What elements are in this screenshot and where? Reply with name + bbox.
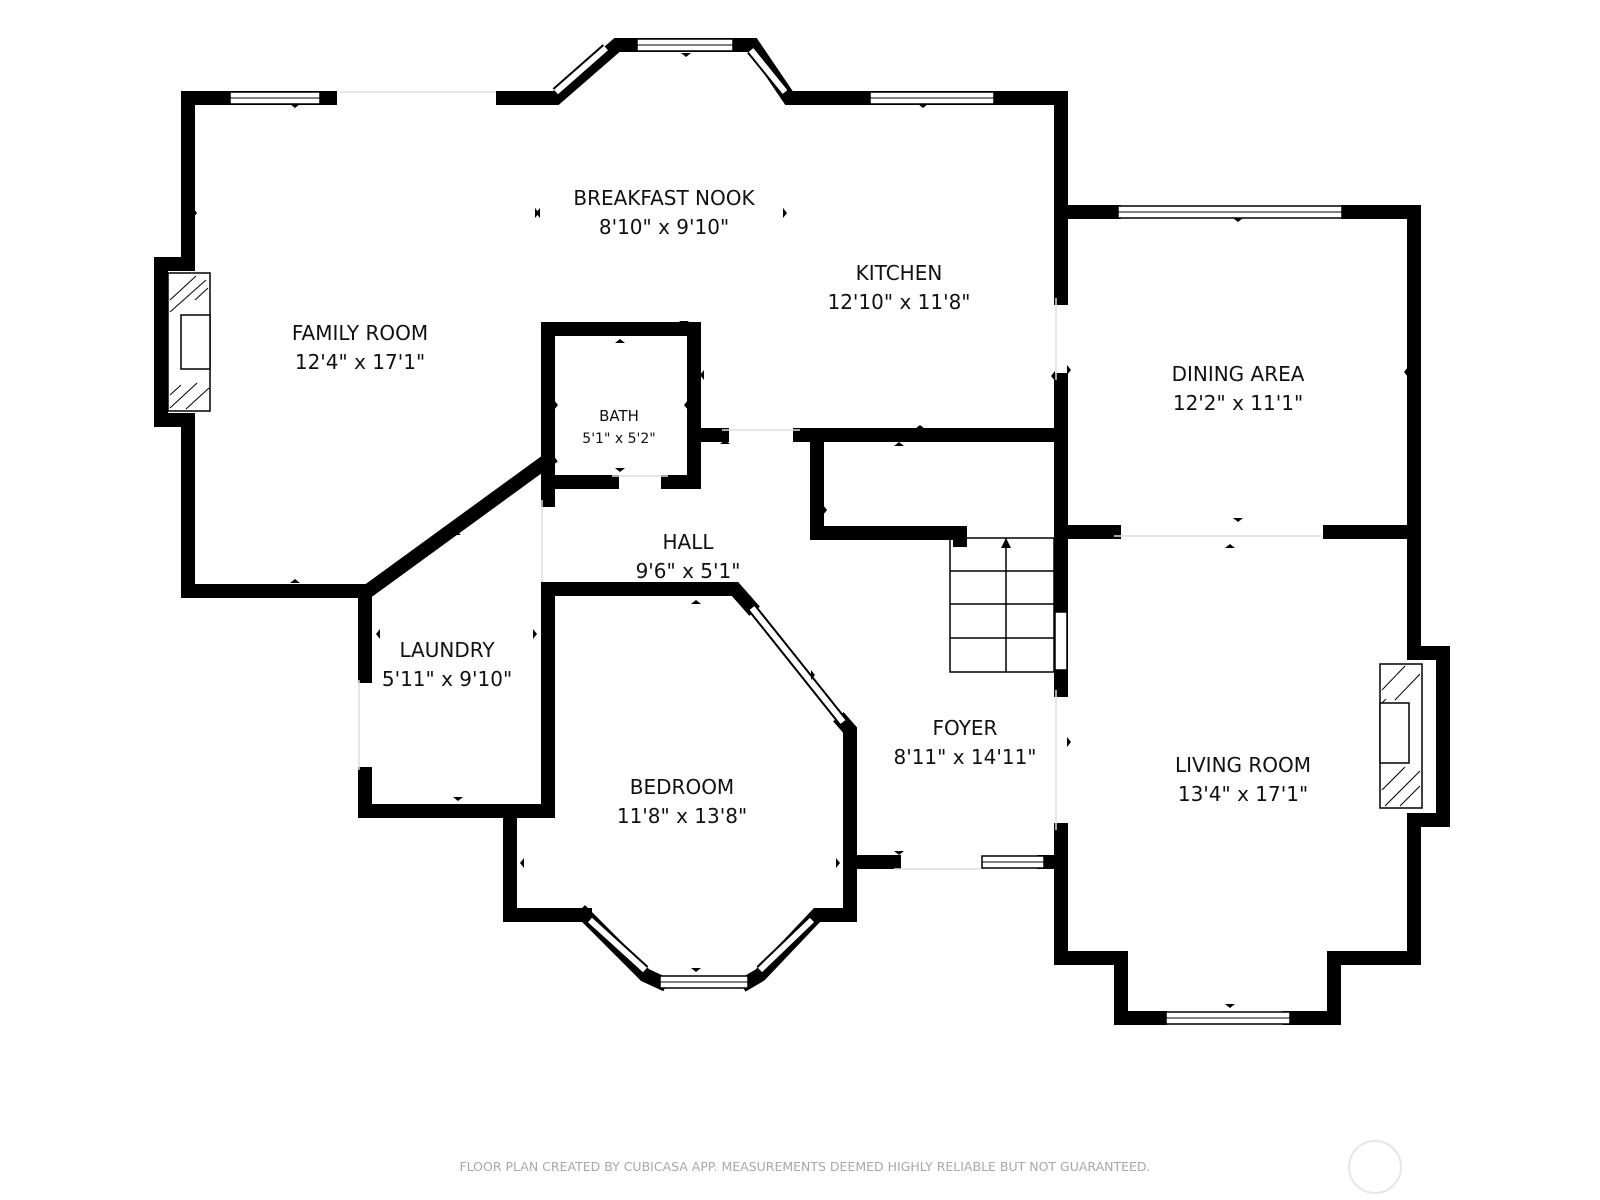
- room-dims-breakfast-nook: 8'10" x 9'10": [599, 215, 729, 239]
- room-dims-living-room: 13'4" x 17'1": [1178, 782, 1308, 806]
- room-dims-bath: 5'1" x 5'2": [582, 431, 655, 447]
- wall-dining-east: [1323, 205, 1421, 539]
- stairs: [949, 537, 1055, 673]
- window-stairs-side: [1054, 611, 1068, 671]
- windows: [229, 38, 1343, 1025]
- room-dims-family-room: 12'4" x 17'1": [295, 350, 425, 374]
- window-bedroom-south: [659, 975, 749, 989]
- window-nook-nw: [552, 44, 610, 96]
- wall-bath: [541, 322, 701, 489]
- openings: [340, 91, 1322, 870]
- wall-bedroom-north: [541, 582, 760, 616]
- room-name-living-room: LIVING ROOM: [1175, 753, 1311, 777]
- wall-closet: [810, 433, 967, 547]
- room-dims-bedroom: 11'8" x 13'8": [617, 804, 747, 828]
- room-dims-foyer: 8'11" x 14'11": [893, 745, 1036, 769]
- fireplace-family-room: [167, 272, 211, 412]
- window-bedroom-se: [756, 916, 816, 974]
- window-bedroom-diagonal: [748, 604, 847, 726]
- room-dims-laundry: 5'11" x 9'10": [382, 667, 512, 691]
- footer-disclaimer: FLOOR PLAN CREATED BY CUBICASA APP. MEAS…: [459, 1159, 1150, 1174]
- wall-north-west: [154, 91, 372, 598]
- wall-laundry-diagonal: [358, 450, 558, 601]
- room-name-kitchen: KITCHEN: [856, 261, 943, 285]
- window-nook-ne: [747, 46, 789, 96]
- room-name-hall: HALL: [662, 530, 714, 554]
- room-name-laundry: LAUNDRY: [399, 638, 495, 662]
- wall-north-nook: [496, 38, 1068, 219]
- room-dims-hall: 9'6" x 5'1": [636, 559, 741, 583]
- window-kitchen-north: [869, 91, 995, 105]
- room-dims-kitchen: 12'10" x 11'8": [827, 290, 970, 314]
- walls: [154, 38, 1450, 1025]
- wall-laundry-south: [358, 584, 555, 818]
- window-dining-north: [1117, 205, 1343, 219]
- room-name-breakfast-nook: BREAKFAST NOOK: [573, 186, 755, 210]
- room-name-bedroom: BEDROOM: [630, 775, 734, 799]
- room-name-family-room: FAMILY ROOM: [292, 321, 428, 345]
- room-dims-dining-area: 12'2" x 11'1": [1173, 391, 1303, 415]
- window-bedroom-sw: [586, 916, 649, 974]
- window-living-south: [1165, 1011, 1291, 1025]
- room-name-bath: BATH: [599, 407, 639, 425]
- window-foyer-south: [981, 855, 1045, 869]
- room-labels: BREAKFAST NOOK 8'10" x 9'10" KITCHEN 12'…: [292, 186, 1311, 828]
- window-nook-north: [636, 38, 734, 52]
- room-name-foyer: FOYER: [933, 716, 998, 740]
- wall-bedroom-bay-east: [738, 712, 857, 992]
- wall-living: [1054, 823, 1167, 1025]
- fireplace-living-room: [1379, 663, 1423, 809]
- dimension-markers: [193, 53, 1442, 1008]
- room-name-dining-area: DINING AREA: [1172, 362, 1305, 386]
- wall-living-south-east: [1283, 525, 1450, 1025]
- wall-bedroom: [503, 804, 592, 922]
- cubicasa-logo-icon: [1348, 1140, 1402, 1194]
- window-family-north: [229, 91, 321, 105]
